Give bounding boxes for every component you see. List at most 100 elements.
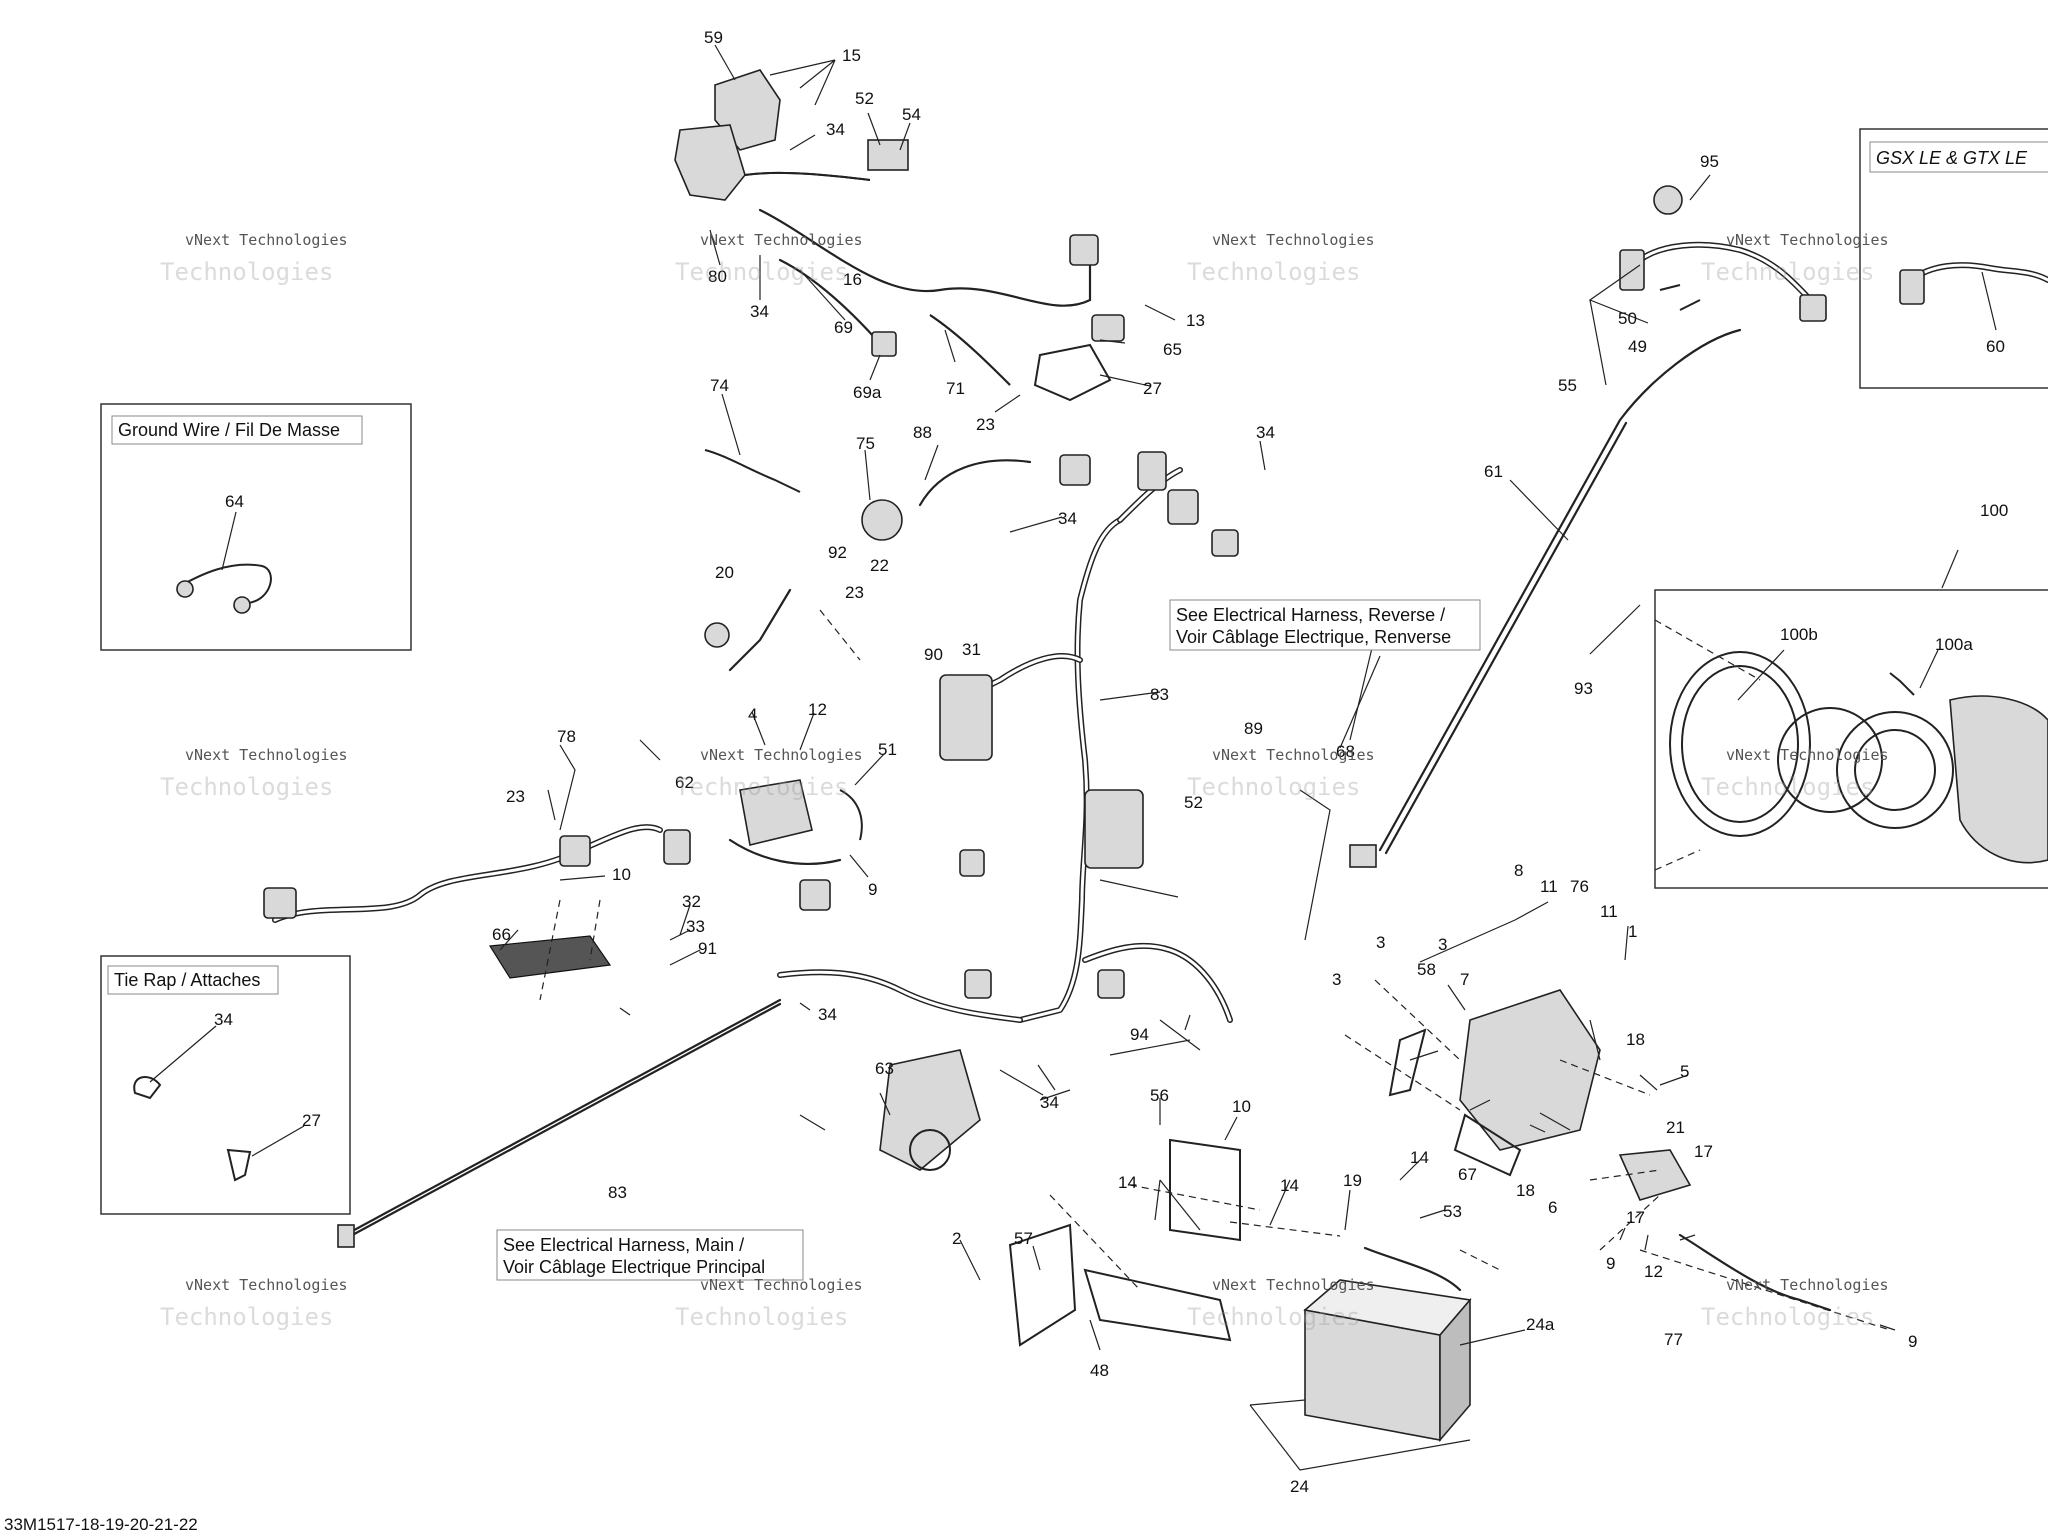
relay-62 — [739, 779, 813, 846]
callout-49: 49 — [1628, 337, 1647, 356]
harness-connector-1 — [1059, 454, 1091, 486]
callout-71: 71 — [946, 379, 965, 398]
callout-69a: 69a — [853, 383, 882, 402]
left-components — [263, 449, 1032, 979]
callout-92: 92 — [828, 543, 847, 562]
svg-text:Technologies: Technologies — [160, 258, 333, 286]
callout-21: 21 — [1666, 1118, 1685, 1137]
ground-wire-inset: Ground Wire / Fil De Masse — [100, 403, 412, 651]
dashed-lines — [539, 609, 1891, 1471]
callout-16: 16 — [843, 270, 862, 289]
watermarks: vNext Technologies Technologies vNext Te… — [160, 231, 1889, 1331]
svg-text:Technologies: Technologies — [1187, 258, 1360, 286]
callout-20: 20 — [715, 563, 734, 582]
callout-17: 17 — [1694, 1142, 1713, 1161]
bracket-48 — [1083, 1268, 1232, 1342]
callout-10: 10 — [1232, 1097, 1251, 1116]
callout-88: 88 — [913, 423, 932, 442]
harness-connector-4 — [1211, 529, 1239, 557]
harness-61-long — [1378, 328, 1742, 852]
regulator-66 — [488, 935, 612, 979]
callout-34: 34 — [1256, 423, 1275, 442]
callout-59: 59 — [704, 28, 723, 47]
svg-text:Technologies: Technologies — [1187, 1303, 1360, 1331]
connector-69a — [871, 331, 897, 357]
callout-69: 69 — [834, 318, 853, 337]
callout-34: 34 — [750, 302, 769, 321]
watermark: vNext Technologies Technologies — [160, 1276, 348, 1331]
svg-text:vNext Technologies: vNext Technologies — [700, 746, 863, 764]
coil-74 — [704, 449, 801, 493]
callout-34: 34 — [826, 120, 845, 139]
callout-7: 7 — [1460, 970, 1469, 989]
svg-text:Technologies: Technologies — [1701, 1303, 1874, 1331]
svg-text:Technologies: Technologies — [1701, 258, 1874, 286]
watermark: vNext Technologies Technologies — [160, 746, 348, 801]
callout-32: 32 — [682, 892, 701, 911]
connector-83 — [337, 1224, 355, 1248]
callout-24: 24 — [1290, 1477, 1309, 1496]
callout-18: 18 — [1626, 1030, 1645, 1049]
clip-50 — [1659, 284, 1681, 291]
callout-15: 15 — [842, 46, 861, 65]
connector-60 — [1899, 269, 1925, 305]
bracket-58 — [1388, 1028, 1427, 1097]
svg-text:Technologies: Technologies — [160, 1303, 333, 1331]
callout-11: 11 — [1600, 902, 1618, 921]
svg-text:vNext Technologies: vNext Technologies — [1726, 746, 1889, 764]
svg-text:Technologies: Technologies — [675, 773, 848, 801]
svg-text:vNext Technologies: vNext Technologies — [185, 1276, 348, 1294]
main-harness-note: See Electrical Harness, Main / Voir Câbl… — [496, 1229, 804, 1281]
callout-31: 31 — [962, 640, 981, 659]
ecm-connector-box — [939, 674, 993, 761]
callout-3: 3 — [1332, 970, 1341, 989]
callout-4: 4 — [748, 705, 757, 724]
gsx-gtx-inset: GSX LE & GTX LE — [1859, 128, 2048, 389]
callout-74: 74 — [710, 376, 729, 395]
harness-connector-3 — [1167, 489, 1199, 525]
callout-8: 8 — [1514, 861, 1523, 880]
callout-14: 14 — [1280, 1176, 1299, 1195]
watermark: vNext Technologies Technologies — [675, 746, 863, 801]
harness-connector-5 — [964, 969, 992, 999]
callout-33: 33 — [686, 917, 705, 936]
callout-27: 27 — [1143, 379, 1162, 398]
gauge-inset — [1654, 549, 2048, 889]
callout-80: 80 — [708, 267, 727, 286]
callout-14: 14 — [1118, 1173, 1137, 1192]
svg-text:vNext Technologies: vNext Technologies — [700, 1276, 863, 1294]
watermark: vNext Technologies Technologies — [1701, 746, 1889, 801]
watermark: vNext Technologies Technologies — [1701, 1276, 1889, 1331]
solenoid-21 — [1618, 1149, 1692, 1201]
harness-83-long — [343, 998, 782, 1237]
handlebar-switch-group — [674, 69, 1125, 402]
bracket-67 — [1453, 1113, 1522, 1177]
callout-56: 56 — [1150, 1086, 1169, 1105]
callout-55: 55 — [1558, 376, 1577, 395]
callout-34: 34 — [818, 1005, 837, 1024]
callout-22: 22 — [870, 556, 889, 575]
callout-3: 3 — [1376, 933, 1385, 952]
callout-50: 50 — [1618, 309, 1637, 328]
bracket-7 — [1459, 989, 1601, 1151]
callout-11: 11 — [1540, 877, 1558, 896]
callout-13: 13 — [1186, 311, 1205, 330]
harness-main-trunk — [1017, 517, 1123, 1023]
harness-connector-6 — [1097, 969, 1125, 999]
svg-text:Technologies: Technologies — [160, 773, 333, 801]
watermark: vNext Technologies Technologies — [1187, 231, 1375, 286]
connector-55b — [1799, 294, 1827, 322]
connector-78b — [559, 835, 591, 867]
main-harness — [777, 451, 1239, 1023]
callout-64: 64 — [225, 492, 244, 511]
sensor-75 — [861, 499, 903, 541]
clip-49 — [1679, 299, 1701, 311]
switch-80 — [674, 124, 746, 201]
connector-78a — [263, 887, 297, 919]
watermark: vNext Technologies Technologies — [1187, 1276, 1375, 1331]
svg-text:vNext Technologies: vNext Technologies — [1212, 746, 1375, 764]
callout-60: 60 — [1986, 337, 2005, 356]
gsx-gtx-title: GSX LE & GTX LE — [1876, 148, 2028, 168]
watermark: vNext Technologies Technologies — [675, 231, 863, 286]
